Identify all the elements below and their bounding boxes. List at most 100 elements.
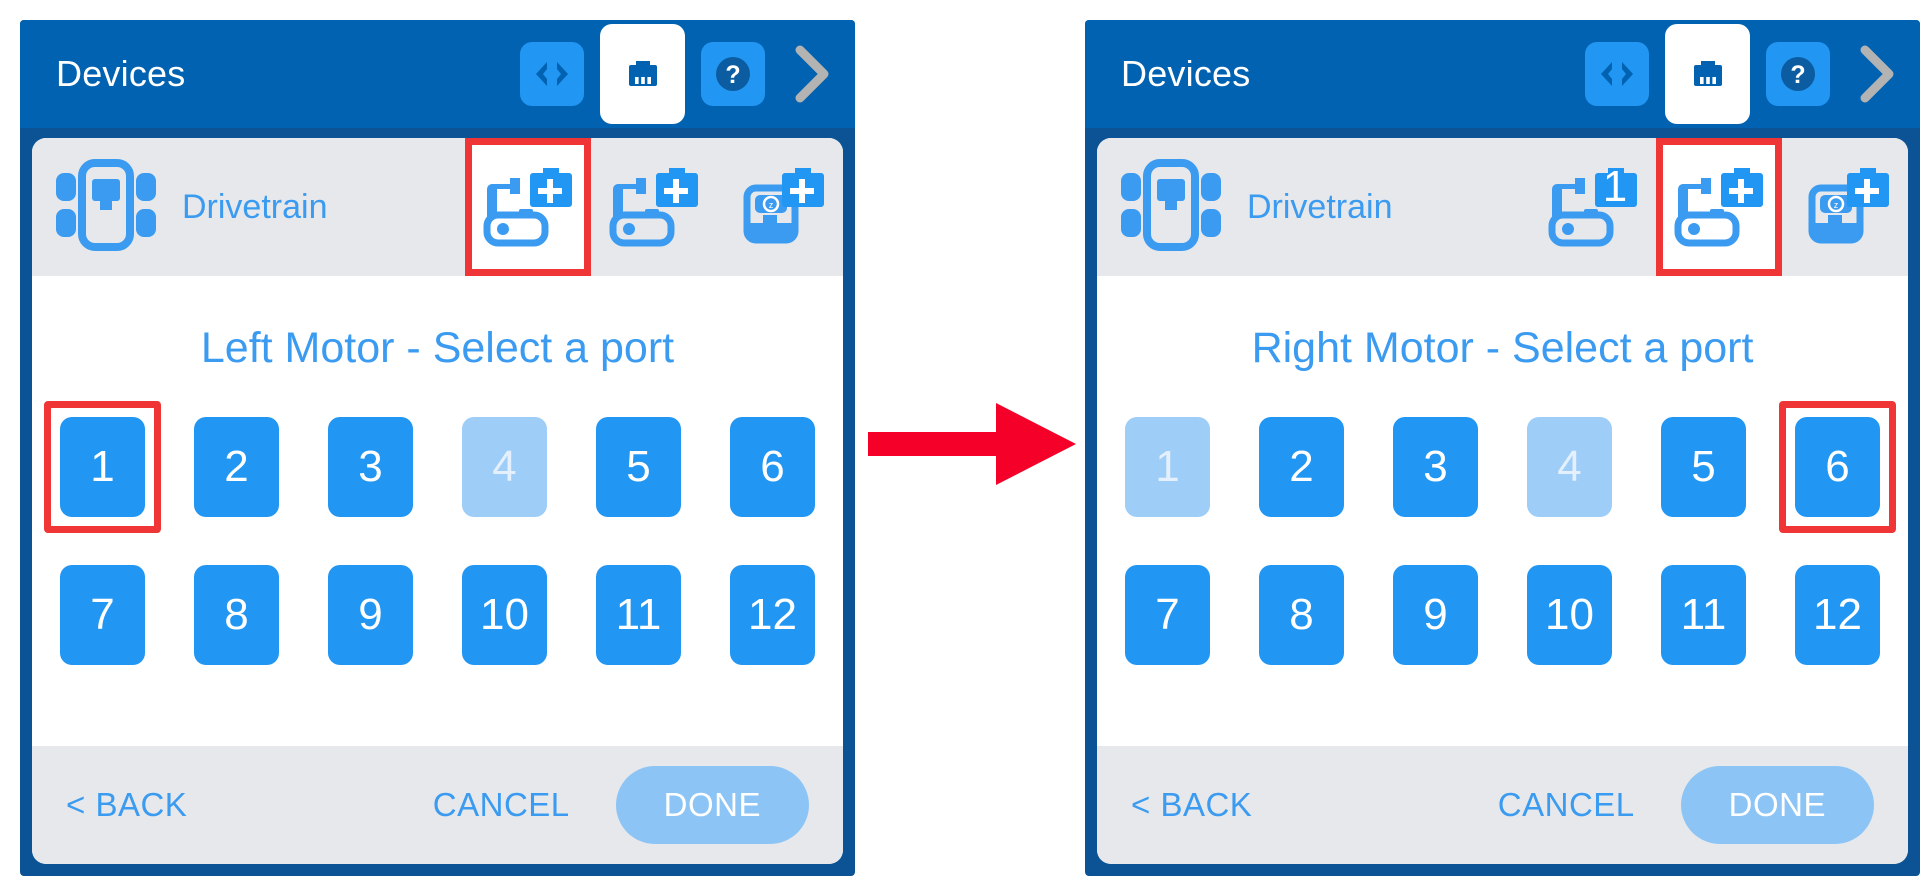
titlebar-icons: ? [1585,24,1904,124]
device-name: Drivetrain [182,187,328,226]
device-actions: 1 [1530,138,1908,276]
chevron-right-icon[interactable] [1846,42,1904,106]
port-button-wrap[interactable]: 1 [44,401,161,533]
port-grid-row: 7 8 9 10 11 12 [44,549,831,681]
port-grid: 1 2 3 4 5 6 7 8 9 10 11 12 [44,401,831,681]
chevron-right-icon[interactable] [781,42,839,106]
port-button[interactable]: 6 [1795,417,1880,517]
page-title: Devices [1121,53,1251,94]
port-button[interactable]: 2 [194,417,279,517]
left-motor-button[interactable]: 1 [1530,138,1656,276]
back-button[interactable]: < BACK [66,786,188,823]
port-button[interactable]: 3 [328,417,413,517]
port-button-wrap[interactable]: 12 [714,549,831,681]
motor-port-badge: 1 [1603,162,1627,211]
port-button[interactable]: 7 [60,565,145,665]
done-button[interactable]: DONE [1680,766,1874,844]
device-actions: z [465,138,843,276]
port-icon[interactable] [1665,24,1750,124]
panel-footer: < BACK CANCEL DONE [32,746,843,864]
port-button[interactable]: 12 [730,565,815,665]
port-button-wrap[interactable]: 2 [1243,401,1360,533]
device-row: Drivetrain [32,138,843,276]
port-button[interactable]: 12 [1795,565,1880,665]
done-button[interactable]: DONE [615,766,809,844]
titlebar: Devices [1085,20,1920,128]
port-grid-row: 7 8 9 10 11 12 [1109,549,1896,681]
add-right-motor-button[interactable] [591,138,717,276]
port-button-wrap[interactable]: 11 [580,549,697,681]
port-button[interactable]: 2 [1259,417,1344,517]
port-select-prompt: Left Motor - Select a port [200,324,675,372]
port-button[interactable]: 6 [730,417,815,517]
port-button[interactable]: 5 [596,417,681,517]
help-icon[interactable]: ? [1766,42,1830,106]
help-icon[interactable]: ? [701,42,765,106]
port-grid-row: 1 2 3 4 5 6 [1109,401,1896,533]
titlebar-icons: ? [520,24,839,124]
port-button-wrap[interactable]: 9 [1377,549,1494,681]
titlebar: Devices [20,20,855,128]
port-button[interactable]: 8 [1259,565,1344,665]
port-button[interactable]: 3 [1393,417,1478,517]
port-button[interactable]: 11 [1661,565,1746,665]
port-button-wrap[interactable]: 9 [312,549,429,681]
device-panel-right: Devices [1085,20,1920,876]
port-select-prompt: Right Motor - Select a port [1251,324,1754,372]
device-card: Drivetrain [32,138,843,864]
device-name: Drivetrain [1247,187,1393,226]
cancel-button[interactable]: CANCEL [1497,786,1635,823]
port-icon[interactable] [600,24,685,124]
device-card: Drivetrain 1 [1097,138,1908,864]
back-button[interactable]: < BACK [1131,786,1253,823]
device-panel-left: Devices [20,20,855,876]
code-icon[interactable] [1585,42,1649,106]
transition-arrow [860,0,1085,887]
port-grid: 1 2 3 4 5 6 7 8 9 10 11 12 [1109,401,1896,681]
port-button-wrap[interactable]: 7 [1109,549,1226,681]
device-row: Drivetrain 1 [1097,138,1908,276]
port-button-wrap[interactable]: 4 [1511,401,1628,533]
port-button[interactable]: 8 [194,565,279,665]
port-button[interactable]: 5 [1661,417,1746,517]
code-icon[interactable] [520,42,584,106]
add-left-motor-button[interactable] [465,138,591,276]
svg-text:z: z [1834,200,1839,210]
port-button-wrap[interactable]: 4 [446,401,563,533]
port-button[interactable]: 1 [60,417,145,517]
port-button-wrap[interactable]: 8 [1243,549,1360,681]
port-button-wrap[interactable]: 10 [1511,549,1628,681]
port-button-wrap[interactable]: 1 [1109,401,1226,533]
add-right-motor-button[interactable] [1656,138,1782,276]
port-button-wrap[interactable]: 3 [1377,401,1494,533]
svg-text:z: z [769,200,774,210]
port-button-wrap[interactable]: 11 [1645,549,1762,681]
svg-text:?: ? [1790,61,1805,89]
port-button-wrap[interactable]: 2 [178,401,295,533]
port-grid-row: 1 2 3 4 5 6 [44,401,831,533]
port-button[interactable]: 10 [462,565,547,665]
port-button-wrap[interactable]: 6 [1779,401,1896,533]
cancel-button[interactable]: CANCEL [432,786,570,823]
port-button[interactable]: 11 [596,565,681,665]
port-button[interactable]: 10 [1527,565,1612,665]
port-button[interactable]: 7 [1125,565,1210,665]
port-button-wrap[interactable]: 3 [312,401,429,533]
port-button-wrap[interactable]: 8 [178,549,295,681]
add-sensor-button[interactable]: z [1782,138,1908,276]
port-button: 1 [1125,417,1210,517]
port-button-wrap[interactable]: 7 [44,549,161,681]
port-button-wrap[interactable]: 12 [1779,549,1896,681]
port-button-wrap[interactable]: 5 [1645,401,1762,533]
add-sensor-button[interactable]: z [717,138,843,276]
panel-footer: < BACK CANCEL DONE [1097,746,1908,864]
port-button-wrap[interactable]: 10 [446,549,563,681]
svg-text:?: ? [725,61,740,89]
port-button[interactable]: 9 [1393,565,1478,665]
port-button-wrap[interactable]: 5 [580,401,697,533]
panel-body: Left Motor - Select a port 1 2 3 4 5 6 7… [32,276,843,746]
port-button[interactable]: 9 [328,565,413,665]
drivetrain-icon [52,157,160,258]
port-button-wrap[interactable]: 6 [714,401,831,533]
